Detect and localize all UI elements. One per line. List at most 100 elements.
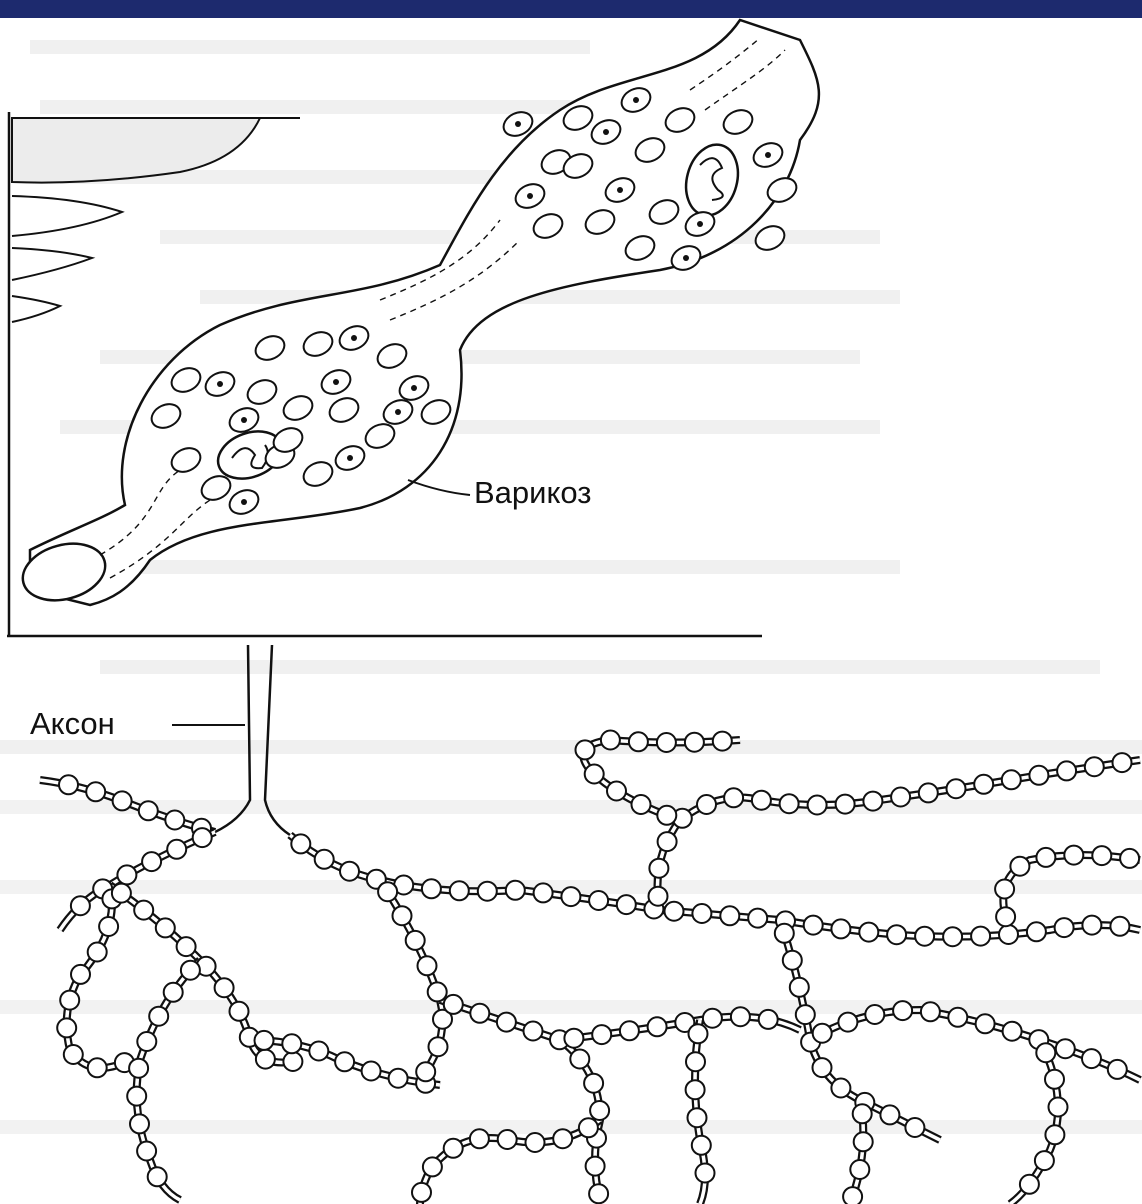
varicosity-bead <box>887 925 906 944</box>
varicosity-bead <box>1003 1022 1022 1041</box>
varicosity-bead <box>831 1079 850 1098</box>
varicosity-bead <box>478 882 497 901</box>
varicosity-bead <box>444 1139 463 1158</box>
varicosity-bead <box>649 859 668 878</box>
varicosity-bead <box>282 1034 301 1053</box>
varicosity-bead <box>859 923 878 942</box>
varicosity-bead <box>378 882 397 901</box>
vesicle-core <box>395 409 401 415</box>
varicosity-bead <box>444 995 463 1014</box>
varicosity-bead <box>1110 917 1129 936</box>
varicosity-bead <box>1020 1175 1039 1194</box>
varicosity-bead <box>164 983 183 1002</box>
varicosity-bead <box>497 1013 516 1032</box>
varicosity-bead <box>891 788 910 807</box>
varicosity-bead <box>731 1007 750 1026</box>
varicosity-bead <box>1045 1125 1064 1144</box>
varicosity-bead <box>974 775 993 794</box>
varicosity-bead <box>88 1058 107 1077</box>
varicosity-bead <box>905 1118 924 1137</box>
varicosity-bead <box>592 1025 611 1044</box>
vesicle-core <box>351 335 357 341</box>
varicosity-bead <box>775 924 794 943</box>
varicosity-bead <box>167 840 186 859</box>
varicosity-bead <box>863 792 882 811</box>
varicosity-bead <box>854 1132 873 1151</box>
varicosity-bead <box>412 1183 431 1202</box>
varicosity-bead <box>406 931 425 950</box>
varicosity-bead <box>127 1087 146 1106</box>
varicosity-bead <box>177 937 196 956</box>
varicosity-bead <box>850 1160 869 1179</box>
vesicle-core <box>217 381 223 387</box>
varicosity-bead <box>88 943 107 962</box>
varicosity-bead <box>865 1005 884 1024</box>
vesicle-core <box>765 152 771 158</box>
varicosity-bead <box>340 862 359 881</box>
varicosity-bead <box>113 791 132 810</box>
varicosity-bead <box>99 917 118 936</box>
varicosity-bead <box>553 1129 572 1148</box>
varicosity-bead <box>703 1009 722 1028</box>
varicosity-bead <box>498 1130 517 1149</box>
varicosity-bead <box>915 927 934 946</box>
varicosity-bead <box>524 1022 543 1041</box>
varicosity-bead <box>1120 849 1139 868</box>
varicosity-bead <box>999 925 1018 944</box>
varicosity-bead <box>1036 1043 1055 1062</box>
varicosity-bead <box>589 891 608 910</box>
varicosity-bead <box>590 1101 609 1120</box>
vesicle-core <box>347 455 353 461</box>
varicosity-bead <box>585 765 604 784</box>
varicosity-bead <box>1049 1098 1068 1117</box>
varicosity-bead <box>632 795 651 814</box>
varicosity-bead <box>418 956 437 975</box>
varicosity-bead <box>996 907 1015 926</box>
varicosity-bead <box>813 1058 832 1077</box>
varicosity-bead <box>713 732 732 751</box>
varicosity-bead <box>137 1032 156 1051</box>
varicosity-bead <box>629 732 648 751</box>
varicosity-bead <box>880 1105 899 1124</box>
vesicle-core <box>333 379 339 385</box>
varicosity-bead <box>601 731 620 750</box>
varicosity-bead <box>685 733 704 752</box>
varicosity-bead <box>156 918 175 937</box>
varicosity-bead <box>1057 761 1076 780</box>
vesicle <box>752 222 788 255</box>
varicosity-bead <box>780 794 799 813</box>
varicosity-bead <box>57 1018 76 1037</box>
varicosity-bead <box>59 775 78 794</box>
varicosity-bead <box>947 779 966 798</box>
varicosity-bead <box>428 982 447 1001</box>
varicosity-bead <box>665 902 684 921</box>
varicosity-bead <box>1035 1151 1054 1170</box>
varicosity-bead <box>1064 846 1083 865</box>
vesicle-core <box>697 221 703 227</box>
varicosity-bead <box>692 1136 711 1155</box>
varicosity-bead <box>1027 922 1046 941</box>
vesicle-core <box>241 499 247 505</box>
varicosity-bead <box>813 1024 832 1043</box>
varicosity-bead <box>804 916 823 935</box>
varicosity-bead <box>149 1007 168 1026</box>
varicosity-bead <box>759 1010 778 1029</box>
varicosity-bead <box>71 965 90 984</box>
vesicle-core <box>603 129 609 135</box>
varicosity-bead <box>1085 757 1104 776</box>
varicosity-bead <box>1029 766 1048 785</box>
varicosity-bead <box>919 783 938 802</box>
varicosity-bead <box>134 901 153 920</box>
varicosity-bead <box>696 1164 715 1183</box>
varicosity-bead <box>71 896 90 915</box>
varicosity-bead <box>657 733 676 752</box>
vesicle-core <box>411 385 417 391</box>
varicosity-bead <box>506 881 525 900</box>
varicosity-bead <box>422 879 441 898</box>
vesicle-core <box>683 255 689 261</box>
varicosity-bead <box>689 1024 708 1043</box>
varicosity-bead <box>586 1157 605 1176</box>
varicosity-bead <box>921 1002 940 1021</box>
